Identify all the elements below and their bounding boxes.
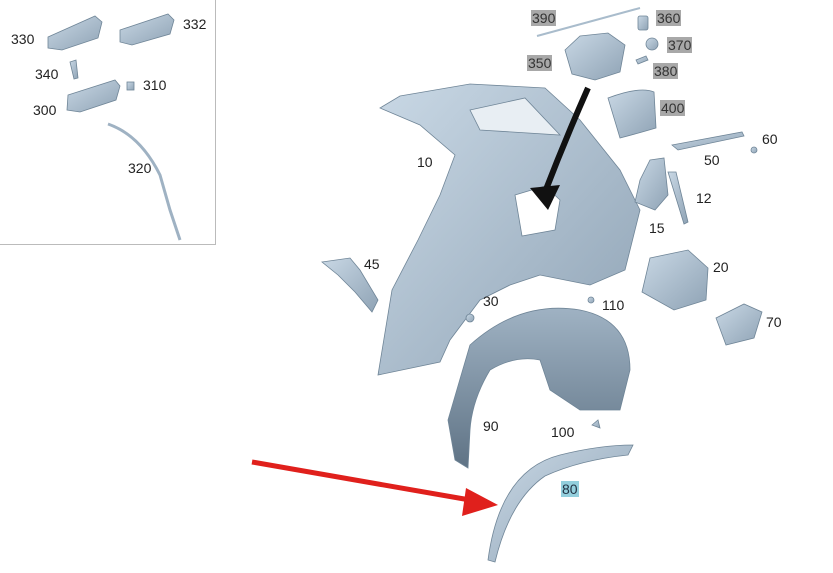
part-15 (634, 157, 669, 211)
label-90: 90 (483, 418, 499, 434)
label-360: 360 (656, 10, 682, 26)
black-arrow-line (542, 86, 591, 194)
part-12 (667, 171, 689, 225)
label-320: 320 (128, 160, 152, 176)
part-50 (671, 131, 745, 151)
part-350 (564, 32, 626, 81)
label-380: 380 (653, 63, 679, 79)
label-80: 80 (561, 481, 579, 497)
part-70 (715, 303, 763, 346)
label-50: 50 (704, 152, 720, 168)
part-10 (377, 83, 641, 376)
label-350: 350 (527, 55, 553, 71)
part-100 (591, 419, 601, 429)
label-45: 45 (364, 256, 380, 272)
part-390 (536, 7, 641, 37)
label-310: 310 (143, 77, 167, 93)
label-400: 400 (660, 100, 686, 116)
part-20 (641, 249, 709, 311)
part-80 (487, 444, 634, 563)
part-45 (321, 257, 379, 313)
label-30: 30 (483, 293, 499, 309)
label-390: 390 (531, 10, 557, 26)
label-60: 60 (762, 131, 778, 147)
part-400 (607, 89, 657, 139)
part-380 (635, 55, 649, 65)
label-330: 330 (11, 31, 35, 47)
red-arrow-head (462, 488, 498, 516)
label-20: 20 (713, 259, 729, 275)
red-arrow-line (251, 459, 471, 503)
part-300 (66, 79, 121, 113)
part-90 (447, 307, 631, 469)
label-70: 70 (766, 314, 782, 330)
part-30 (465, 313, 475, 323)
label-10: 10 (417, 154, 433, 170)
label-300: 300 (33, 102, 57, 118)
part-360 (637, 15, 649, 31)
label-340: 340 (35, 66, 59, 82)
label-100: 100 (551, 424, 575, 440)
label-15: 15 (649, 220, 665, 236)
black-arrow-head (530, 185, 560, 210)
label-12: 12 (696, 190, 712, 206)
part-310 (126, 81, 135, 91)
part-110 (587, 296, 595, 304)
part-320 (107, 122, 182, 241)
fuel-filler-inset-box (0, 0, 216, 245)
part-340 (69, 59, 79, 80)
label-370: 370 (667, 37, 693, 53)
label-332: 332 (183, 16, 207, 32)
part-370 (645, 37, 659, 51)
part-332 (119, 13, 175, 46)
label-110: 110 (602, 297, 625, 313)
part-330 (47, 15, 103, 51)
part-60 (750, 146, 758, 154)
